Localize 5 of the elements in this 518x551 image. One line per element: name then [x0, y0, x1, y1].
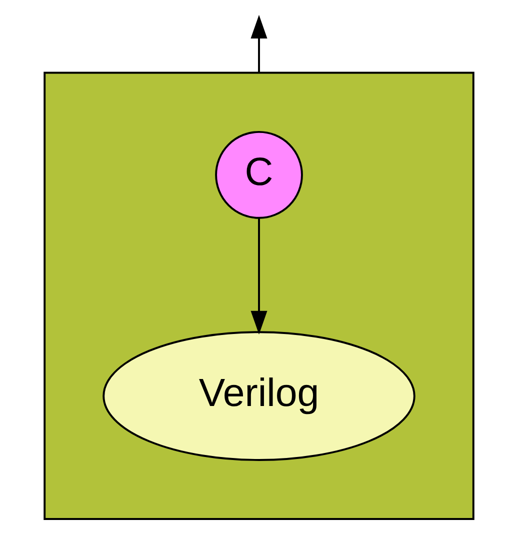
cluster	[44, 72, 474, 520]
node-ellipse: Verilog	[102, 331, 416, 461]
node-circle: C	[215, 130, 303, 219]
arrow	[250, 14, 268, 73]
arrow	[250, 218, 268, 334]
